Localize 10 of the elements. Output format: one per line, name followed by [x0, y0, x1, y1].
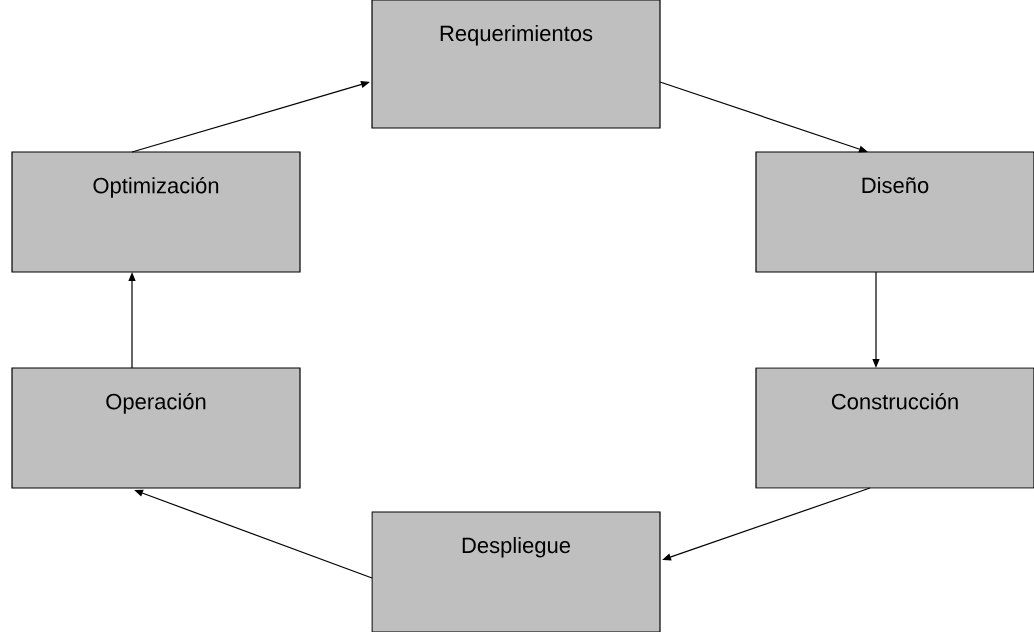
process-box: Diseño	[755, 151, 1034, 273]
process-box: Operación	[11, 367, 301, 489]
arrow	[131, 81, 370, 153]
process-box: Requerimientos	[371, 0, 661, 129]
process-box: Despliegue	[371, 511, 661, 632]
process-box: Construcción	[755, 367, 1034, 489]
process-box: Optimización	[11, 151, 301, 273]
arrow	[662, 487, 871, 561]
arrow	[659, 81, 868, 153]
arrow	[134, 489, 373, 579]
